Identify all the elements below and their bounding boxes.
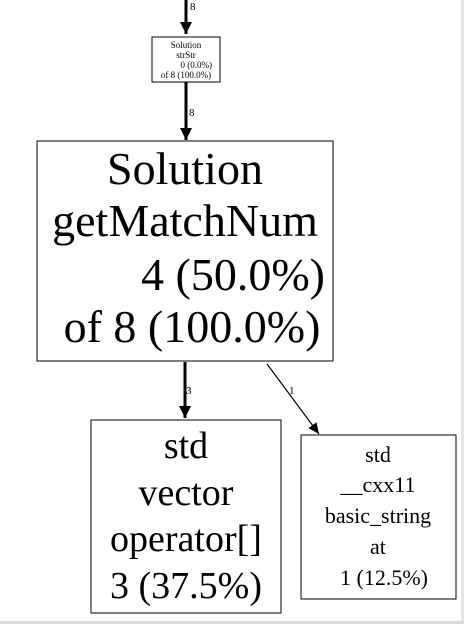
node-strstr[interactable]: Solution strStr 0 (0.0%) of 8 (100.0%): [151, 36, 221, 83]
node-label-cumulative: of 8 (100.0%): [161, 70, 211, 80]
edge-getmatchnum-string: 1: [266, 363, 320, 435]
edge-strstr-getmatchnum: 8: [180, 82, 195, 140]
edge-label: 8: [189, 107, 195, 119]
node-label-class: vector: [139, 472, 234, 514]
node-label-class: Solution: [107, 143, 263, 194]
node-label-flat: 1 (12.5%): [340, 565, 428, 590]
node-label-cumulative: of 8 (100.0%): [64, 301, 321, 352]
node-label-flat: 4 (50.0%): [141, 249, 325, 300]
node-vector-operator[interactable]: std vector operator[] 3 (37.5%): [90, 419, 282, 614]
edge-into-strstr: 8: [180, 0, 196, 34]
node-getmatchnum[interactable]: Solution getMatchNum 4 (50.0%) of 8 (100…: [36, 140, 334, 362]
node-label-function: at: [370, 534, 386, 559]
node-label-flat: 3 (37.5%): [110, 565, 262, 607]
window-edge-bottom: [0, 621, 464, 624]
node-label-flat: 0 (0.0%): [181, 60, 213, 70]
window-edge-right: [461, 0, 464, 624]
node-label-namespace: std: [365, 442, 391, 467]
node-label-function: getMatchNum: [52, 195, 318, 246]
edge-getmatchnum-vector: 3: [179, 362, 192, 418]
node-label-namespace: std: [164, 425, 208, 467]
node-label-function: operator[]: [110, 518, 262, 560]
edge-label: 3: [186, 385, 192, 397]
node-box: [90, 419, 282, 614]
node-label-function: strStr: [176, 50, 196, 60]
node-label-inline-namespace: __cxx11: [340, 472, 416, 497]
node-basic-string-at[interactable]: std __cxx11 basic_string at 1 (12.5%): [300, 434, 457, 600]
edge-label: 1: [289, 385, 295, 397]
edge-line: [266, 363, 320, 435]
node-label-class: Solution: [171, 40, 202, 50]
node-box: [151, 36, 221, 83]
node-box: [36, 140, 334, 362]
node-label-class: basic_string: [325, 503, 431, 528]
edge-label: 8: [190, 1, 196, 13]
node-box: [300, 434, 457, 600]
